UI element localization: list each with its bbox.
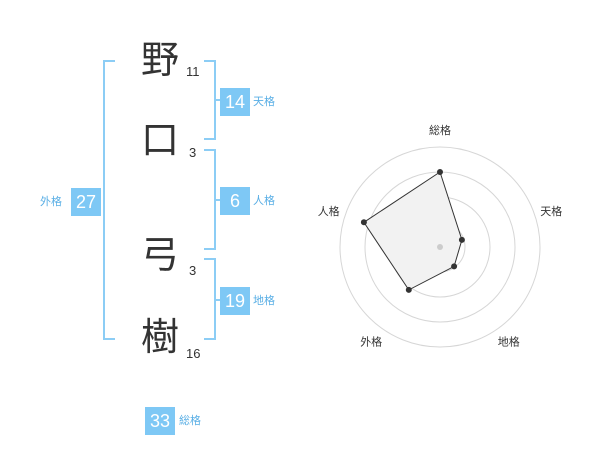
- radar-point-4: [360, 219, 367, 226]
- stroke-count-2: 3: [189, 145, 197, 160]
- radar-point-2: [451, 263, 458, 270]
- radar-axis-label-3: 外格: [360, 335, 382, 349]
- radar-point-1: [458, 236, 465, 243]
- soukaku-label: 総格: [179, 414, 201, 427]
- jinkaku-value: 6: [220, 187, 250, 215]
- radar-ring-4: [339, 146, 541, 348]
- name-char-3: 弓: [140, 233, 179, 277]
- radar-axis-label-4: 人格: [318, 204, 340, 218]
- chikaku-label: 地格: [253, 294, 275, 307]
- chikaku-value: 19: [220, 287, 250, 315]
- radar-point-3: [405, 286, 412, 293]
- jinkaku-label: 人格: [253, 194, 275, 207]
- radar-axis-label-1: 天格: [540, 204, 562, 218]
- jinkaku-bracket: [204, 149, 216, 250]
- tenkaku-bracket-tick: [216, 99, 221, 101]
- tenkaku-value: 14: [220, 88, 250, 116]
- tenkaku-bracket: [204, 60, 216, 140]
- name-char-2: 口: [140, 118, 179, 162]
- stroke-count-1: 11: [186, 64, 200, 79]
- radar-axis-label-0: 総格: [429, 123, 451, 137]
- stroke-count-3: 3: [189, 263, 197, 278]
- gaikaku-label: 外格: [40, 195, 62, 208]
- radar-point-0: [437, 169, 443, 175]
- gaikaku-value: 27: [71, 188, 101, 216]
- radar-axis-label-2: 地格: [498, 335, 520, 349]
- radar-data-points: [360, 169, 465, 293]
- chikaku-bracket: [204, 258, 216, 340]
- tenkaku-label: 天格: [253, 95, 275, 108]
- name-char-4: 樹: [140, 315, 179, 359]
- name-char-1: 野: [140, 38, 179, 82]
- radar-center-dot: [437, 244, 443, 250]
- jinkaku-bracket-tick: [216, 199, 221, 201]
- soukaku-value: 33: [145, 407, 175, 435]
- stroke-count-4: 16: [186, 346, 201, 361]
- gaikaku-bracket: [103, 60, 115, 340]
- radar-data-shape: [363, 171, 463, 291]
- chikaku-bracket-tick: [216, 299, 221, 301]
